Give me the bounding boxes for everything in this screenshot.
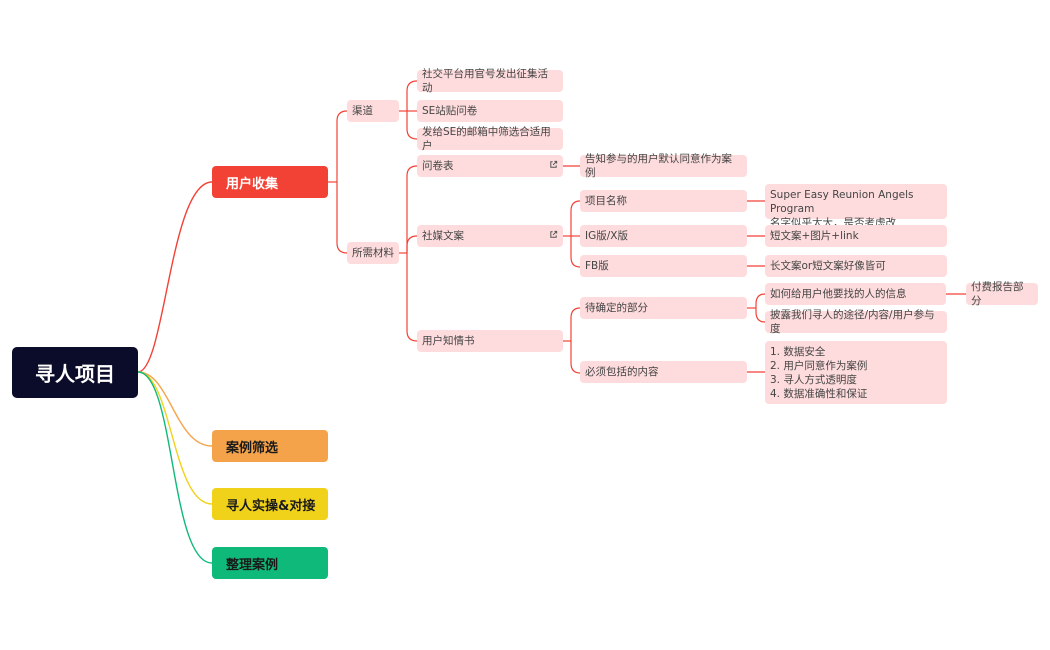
node-fb-note[interactable]: 长文案or短文案好像皆可 <box>765 255 947 277</box>
node-questionnaire[interactable]: 问卷表 <box>417 155 563 177</box>
node-channel-social-official[interactable]: 社交平台用官号发出征集活动 <box>417 68 563 94</box>
node-channel-se-email[interactable]: 发给SE的邮箱中筛选合适用户 <box>417 126 563 152</box>
node-social-copy-label: 社媒文案 <box>422 230 464 242</box>
node-project-name[interactable]: 项目名称 <box>580 190 747 212</box>
node-channels[interactable]: 渠道 <box>347 100 399 122</box>
node-required-list[interactable]: 1. 数据安全 2. 用户同意作为案例 3. 寻人方式透明度 4. 数据准确性和… <box>765 341 947 404</box>
node-social-copy[interactable]: 社媒文案 <box>417 225 563 247</box>
node-questionnaire-note[interactable]: 告知参与的用户默认同意作为案例 <box>580 153 747 179</box>
node-project-name-note-text: Super Easy Reunion Angels Program 名字似乎太大… <box>770 189 914 229</box>
node-paid-report[interactable]: 付费报告部分 <box>966 281 1038 307</box>
node-pending-item-disclosure[interactable]: 披露我们寻人的途径/内容/用户参与度 <box>765 309 947 335</box>
main-node-organize-cases[interactable]: 整理案例 <box>212 547 328 579</box>
main-node-case-screening[interactable]: 案例筛选 <box>212 430 328 462</box>
node-ig-x-note[interactable]: 短文案+图片+link <box>765 225 947 247</box>
node-consent-form[interactable]: 用户知情书 <box>417 330 563 352</box>
node-pending-item-info[interactable]: 如何给用户他要找的人的信息 <box>765 283 946 305</box>
node-required-content[interactable]: 必须包括的内容 <box>580 361 747 383</box>
node-required-list-text: 1. 数据安全 2. 用户同意作为案例 3. 寻人方式透明度 4. 数据准确性和… <box>770 346 868 400</box>
main-node-user-collection[interactable]: 用户收集 <box>212 166 328 198</box>
node-pending-parts[interactable]: 待确定的部分 <box>580 297 747 319</box>
node-fb-version[interactable]: FB版 <box>580 255 747 277</box>
node-questionnaire-label: 问卷表 <box>422 160 454 172</box>
node-ig-x-version[interactable]: IG版/X版 <box>580 225 747 247</box>
external-link-icon[interactable] <box>549 230 558 242</box>
main-node-search-operations[interactable]: 寻人实操&对接 <box>212 488 328 520</box>
external-link-icon[interactable] <box>549 160 558 172</box>
node-required-materials[interactable]: 所需材料 <box>347 242 399 264</box>
root-node[interactable]: 寻人项目 <box>12 347 138 398</box>
node-channel-se-survey[interactable]: SE站贴问卷 <box>417 100 563 122</box>
node-project-name-note[interactable]: Super Easy Reunion Angels Program 名字似乎太大… <box>765 184 947 229</box>
